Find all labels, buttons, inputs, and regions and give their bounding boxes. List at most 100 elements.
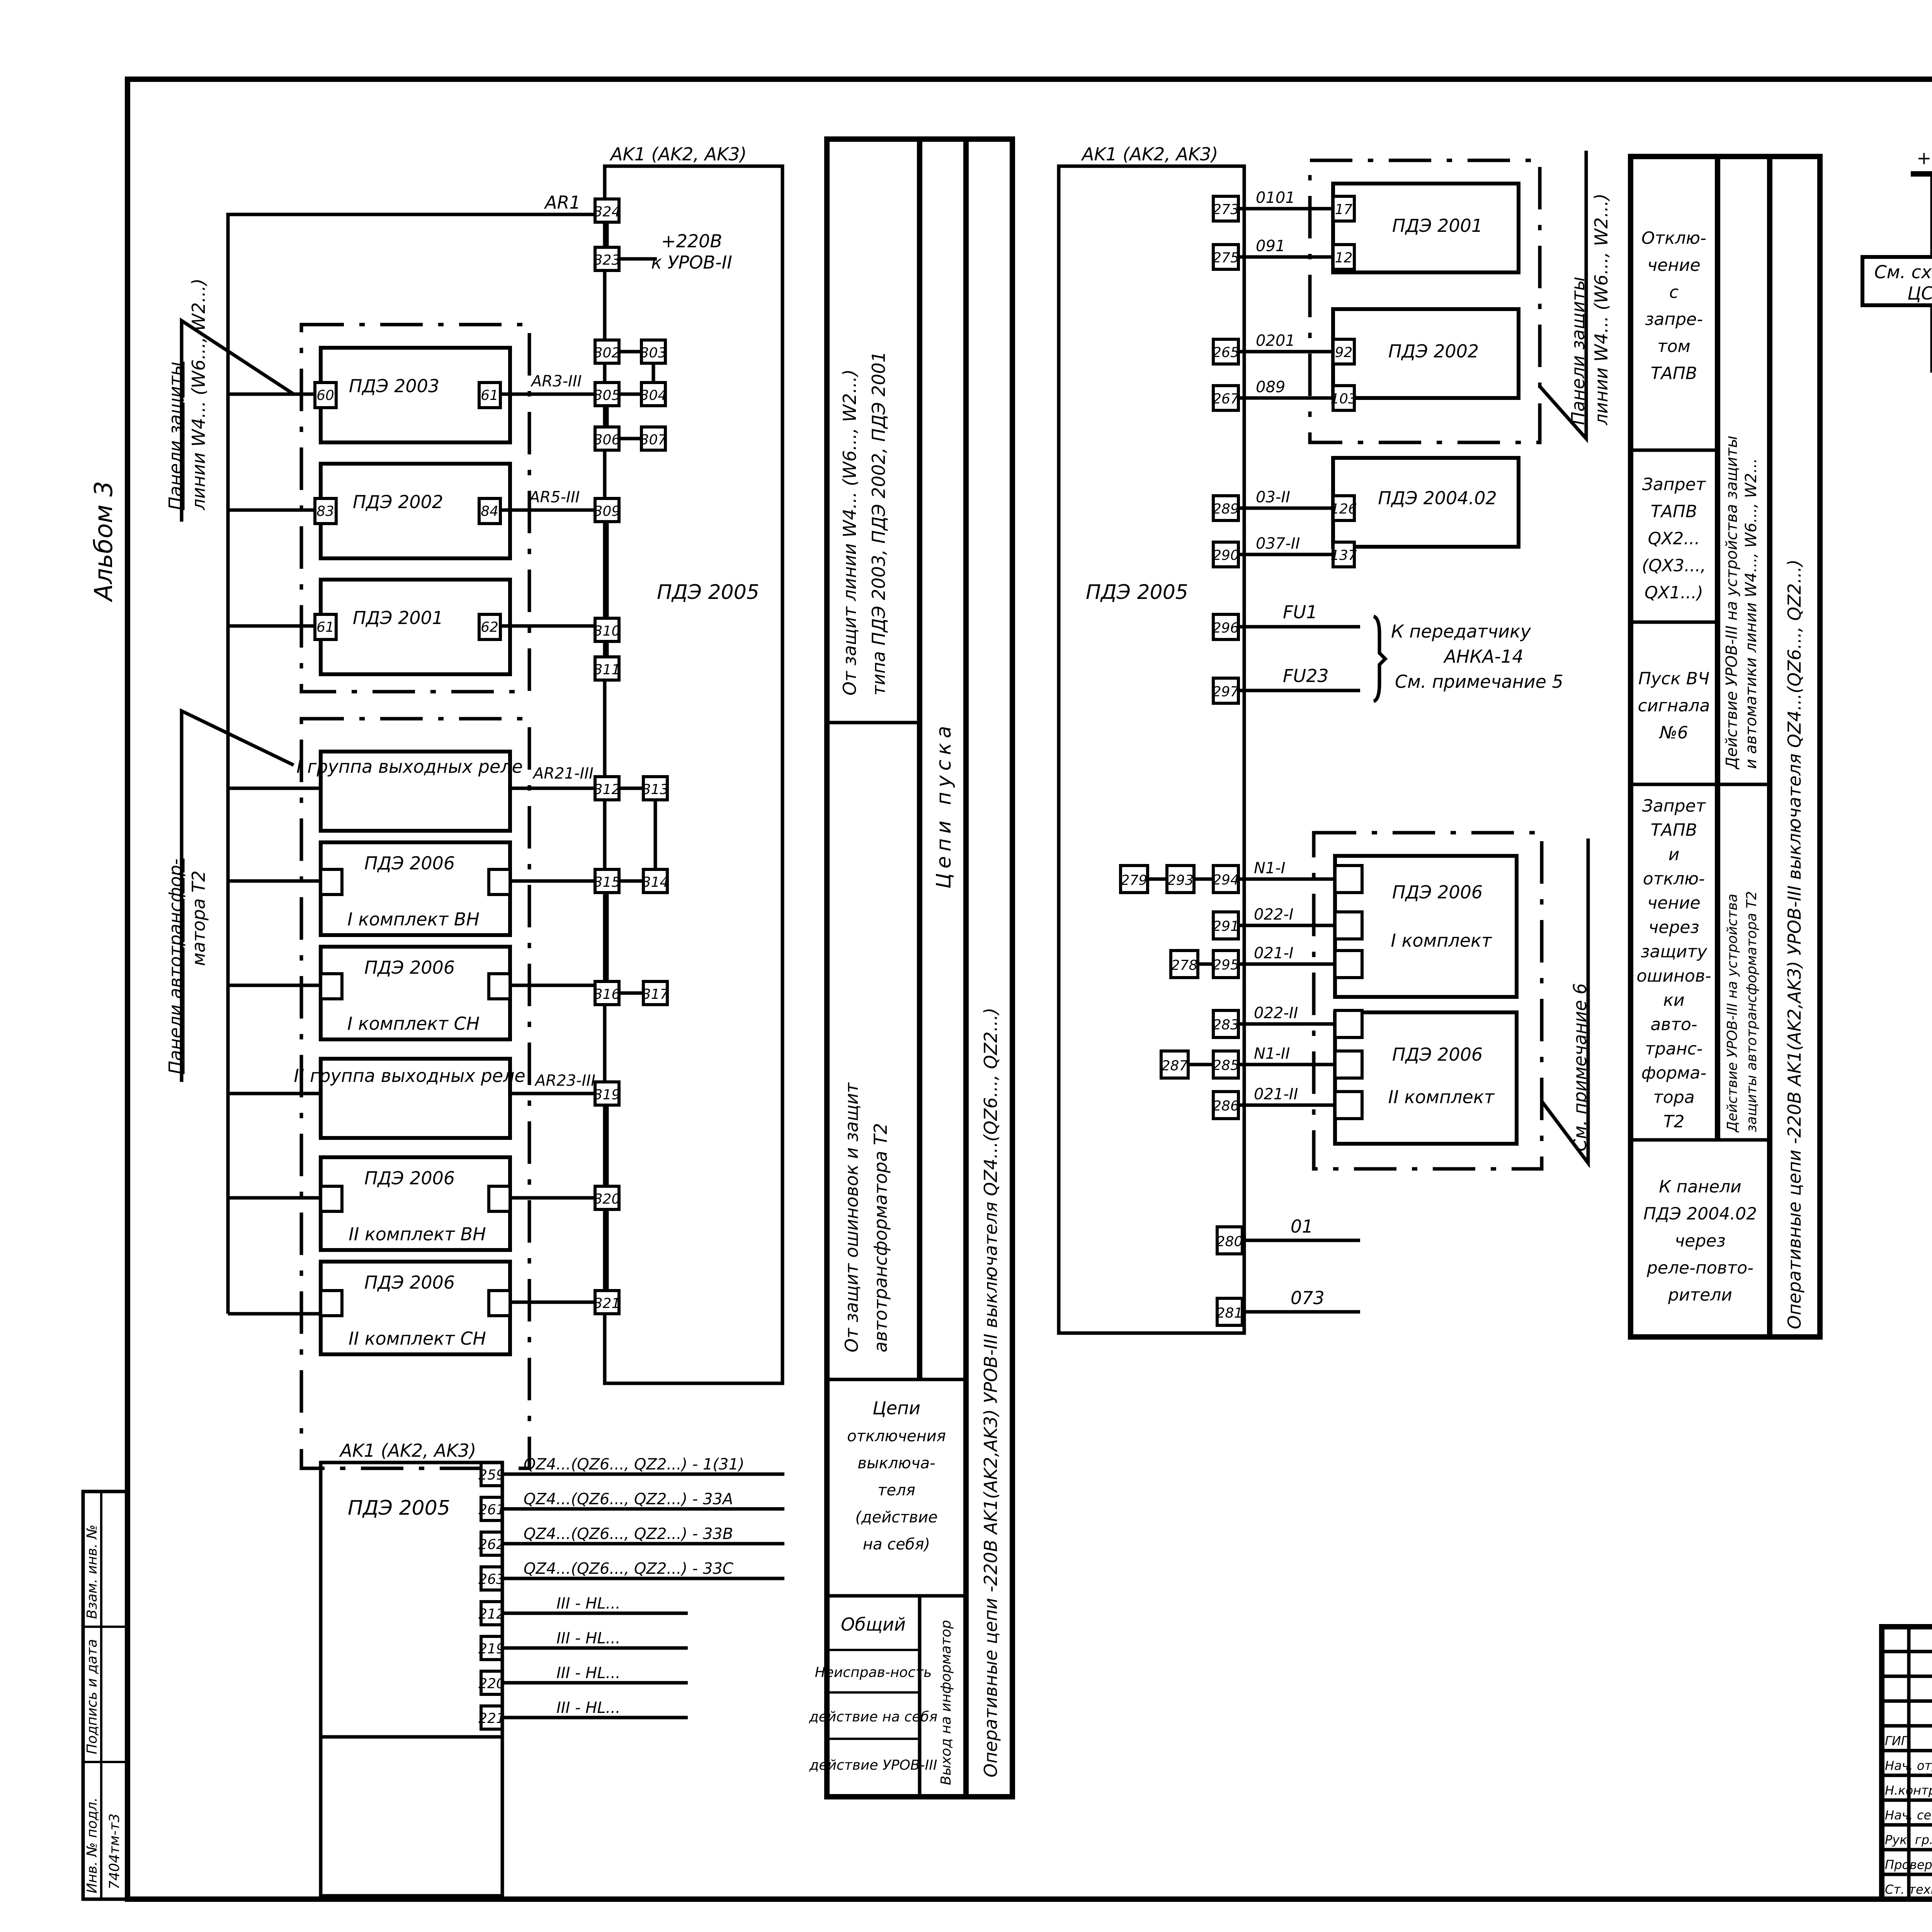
terminal-box [480, 1635, 504, 1661]
terminal-number: 290 [1213, 548, 1239, 563]
terminal-296: 296 [1212, 613, 1240, 641]
stamp-inv-value: 7404тм-т3 [107, 1813, 122, 1889]
pde2006-set1-label: ПДЭ 2006 [1392, 882, 1483, 903]
middle-panel: AK1 (AK2, AK3) ПДЭ 2005 Панели защиты ли… [1057, 144, 1612, 1335]
column-b-cell-text: ки [1663, 990, 1684, 1010]
supply-label: +220В [661, 231, 722, 252]
wire-label: N1-II [1254, 1045, 1290, 1063]
col-a-cell2-line2: автотрансформатора Т2 [870, 1123, 891, 1352]
terminal-294: 294 [1212, 864, 1240, 894]
off-circuit-cell: Цепи отключения выключа- теля (действие … [847, 1398, 946, 1553]
fu-note-line2: АНКА-14 [1443, 646, 1523, 667]
lower-panel-header: AK1 (AK2, AK3) [339, 1440, 476, 1461]
column-b-cell-text: ТАПВ [1651, 502, 1697, 522]
svg-text:320: 320 [594, 1191, 621, 1207]
device-terminal [1333, 1090, 1364, 1120]
device-terminal-12: 12 [1332, 243, 1356, 271]
output-relays-group1-label: I группа выходных реле [296, 756, 523, 777]
column-b-cells: Отклю-чениесзапре-томТАПВЗапретТАПВQX2..… [1636, 228, 1757, 1305]
terminal-number: 289 [1213, 501, 1239, 517]
group2-leader [180, 708, 294, 1082]
terminal-blank [487, 1185, 512, 1213]
svg-text:296: 296 [1213, 620, 1239, 636]
device-terminal [1333, 910, 1364, 940]
role-title: ГИП [1885, 1733, 1910, 1748]
device-terminal-17: 17 [1332, 195, 1356, 223]
svg-text:309: 309 [594, 503, 621, 519]
terminal-number: 263 [478, 1571, 505, 1587]
fault-label: Неисправ-ность [815, 1665, 932, 1680]
pde2002-out-terminal: 84 [478, 497, 502, 525]
album-label: Альбом 3 [90, 481, 118, 602]
terminal-323: 323 [594, 246, 621, 272]
terminal-box [1332, 541, 1356, 568]
pde2006-set2-sub: II комплект [1388, 1087, 1495, 1107]
off-circuit-line: теля [878, 1481, 915, 1499]
terminal-box [1212, 1009, 1240, 1039]
bottom-outputs: 280 01 281 073 [1216, 1216, 1360, 1327]
middle-pde2005-label: ПДЭ 2005 [1086, 581, 1188, 604]
terminal-314: 314 [642, 868, 669, 894]
svg-text:316: 316 [594, 986, 621, 1002]
common-label: Общий [841, 1614, 906, 1635]
terminal-319: 319 [594, 1080, 621, 1107]
svg-text:280: 280 [1216, 1234, 1243, 1250]
fu-note-line1: К передатчику [1391, 621, 1531, 642]
terminal-blank [319, 1185, 344, 1213]
terminal-287: 287 [1160, 1049, 1190, 1080]
left-stamp-frame [81, 1490, 129, 1901]
wire-label: 0201 [1256, 332, 1295, 350]
terminal-320: 320 [594, 1185, 621, 1211]
left-panel: AK1 (AK2, AK3) ПДЭ 2005 AR1 324 323 +220… [165, 144, 784, 1897]
bus-eh1-label: +EH1 [1917, 148, 1932, 168]
col-a-side: Оперативные цепи -220В AK1(AK2,AK3) УРОВ… [980, 1008, 1001, 1777]
terminal-box [1332, 384, 1356, 412]
column-b-frame [1628, 154, 1823, 1340]
right-panel: +EH1 1701 См. схему ЦС 1723 AK1(AK2,AK3,… [1861, 148, 1932, 373]
terminal-number: 17 [1335, 202, 1353, 218]
wire-ar5: AR5-III [528, 488, 580, 506]
terminal-265: 265 [1212, 338, 1240, 366]
pde2002-label: ПДЭ 2002 [353, 492, 443, 512]
column-b-cell-text: том [1657, 337, 1690, 356]
col-b-side1-line1: Действие УРОВ-III на устройства защиты [1723, 435, 1741, 770]
column-b [1628, 154, 1823, 1340]
column-b-cell-text: К панели [1659, 1177, 1742, 1197]
col-a-cell1-line1: От защит линии W4... (W6..., W2...) [839, 369, 860, 696]
stamp-signature-label: Подпись и дата [84, 1639, 100, 1754]
terminal-blank [487, 1289, 512, 1317]
terminal-box [480, 1565, 504, 1592]
column-b-cell-text: запре- [1645, 310, 1703, 329]
wire-label: 022-I [1254, 906, 1294, 923]
terminal-box [1332, 195, 1356, 223]
lower-pde2005-label: ПДЭ 2005 [348, 1497, 450, 1520]
pde2006-set2-mv-label: ПДЭ 2006 [364, 1272, 455, 1293]
group2-label-1: Панели автотрансфор- [165, 859, 186, 1074]
terminal-number: 286 [1213, 1098, 1239, 1114]
col-b-side2-line2: защиты автотрансформатора Т2 [1744, 891, 1760, 1132]
svg-text:319: 319 [594, 1087, 621, 1103]
terminal-blank [487, 972, 512, 1000]
wire-073-label: 073 [1291, 1287, 1325, 1308]
off-circuit-line: отключения [847, 1427, 946, 1445]
group1-leader [180, 317, 295, 522]
wire-ar23: AR23-III [534, 1072, 595, 1090]
column-b-cell-text: Запрет [1642, 796, 1706, 816]
svg-text:312: 312 [594, 782, 621, 798]
mid-pde2004-label: ПДЭ 2004.02 [1378, 488, 1497, 509]
wire-label: 021-II [1254, 1085, 1298, 1103]
terminal-number: 219 [478, 1641, 505, 1657]
terminal-295: 295 [1212, 949, 1240, 979]
column-b-cell-text: ТАПВ [1651, 820, 1697, 840]
column-b-cell-text: реле-повто- [1646, 1258, 1753, 1278]
middle-connections: 2730101172750911226502019226708910328903… [1212, 189, 1357, 568]
terminal-275: 275 [1212, 243, 1240, 271]
terminal-number: 291 [1213, 918, 1239, 934]
column-b-cell-text: форма- [1641, 1063, 1707, 1083]
see-cs-line1: См. схему [1874, 262, 1932, 282]
terminal-316: 316 [594, 980, 621, 1006]
line-panels-label-2: линии W4... (W6..., W2...) [1591, 194, 1612, 425]
terminal-blank [487, 868, 512, 896]
output-label: QZ4...(QZ6..., QZ2...) - 33A [524, 1490, 733, 1508]
